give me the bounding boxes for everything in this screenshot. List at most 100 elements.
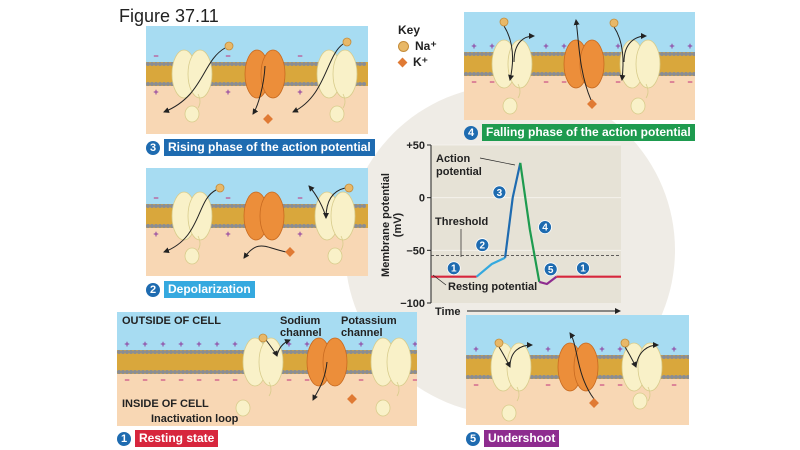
phospholipid-head [554, 355, 558, 359]
phospholipid-head [544, 52, 548, 56]
charge-sign: + [489, 41, 494, 51]
ion-flow-arrow [292, 43, 344, 113]
ion-flow-arrow [613, 26, 626, 81]
phospholipid-head [362, 224, 366, 228]
panel-depolarization: −+−+−+ [146, 168, 368, 276]
phospholipid-head [670, 375, 674, 379]
potassium-channel [557, 342, 599, 392]
sodium-ion [215, 183, 225, 193]
phospholipid-head [145, 350, 149, 354]
charge-sign: − [225, 193, 230, 203]
charge-sign: + [687, 41, 692, 51]
phospholipid-head [166, 204, 170, 208]
phospholipid-head [536, 52, 540, 56]
phospholipid-head [166, 224, 170, 228]
phospholipid-head [354, 204, 358, 208]
charge-sign: + [153, 229, 158, 239]
phospholipid-head [146, 82, 150, 86]
phospholipid-head [154, 204, 158, 208]
membrane-diagram: −+−+−+ [146, 26, 368, 134]
phospholipid-head [154, 82, 158, 86]
charge-sign: + [142, 339, 147, 349]
phospholipid-head [670, 355, 674, 359]
phospholipid-head [158, 204, 162, 208]
label-line: Sodium [280, 315, 321, 327]
charge-sign: + [471, 41, 476, 51]
ion-flow-arrow [308, 185, 327, 219]
phospholipid-head [682, 355, 686, 359]
phospholipid-head [598, 375, 602, 379]
potassium-channel [243, 191, 285, 241]
phospholipid-head [242, 62, 246, 66]
charge-sign: + [543, 41, 548, 51]
phospholipid-head [662, 355, 666, 359]
charge-sign: − [142, 375, 147, 385]
phospholipid-head [166, 82, 170, 86]
caption-label: Rising phase of the action potential [164, 139, 375, 156]
caption-label: Depolarization [164, 281, 255, 298]
phospholipid-head [294, 204, 298, 208]
phospholipid-head [229, 370, 233, 374]
phospholipid-head [546, 355, 550, 359]
charge-sign: − [543, 77, 548, 87]
phospholipid-head [238, 204, 242, 208]
svg-text:1: 1 [580, 264, 586, 275]
phospholipid-head [286, 62, 290, 66]
phospholipid-head [290, 82, 294, 86]
phospholipid-head [225, 350, 229, 354]
phospholipid-head [548, 52, 552, 56]
phospholipid-head [117, 370, 121, 374]
ion-flow-arrow [623, 33, 647, 63]
ion-flow-arrow [252, 65, 266, 115]
phospholipid-head [150, 204, 154, 208]
charge-sign: − [545, 380, 550, 390]
phospholipid-head [556, 72, 560, 76]
phospholipid-head [145, 370, 149, 374]
phospholipid-head [470, 375, 474, 379]
phospholipid-head [298, 82, 302, 86]
phospholipid-head [297, 370, 301, 374]
phospholipid-head [158, 62, 162, 66]
phospholipid-head [181, 370, 185, 374]
sodium-ion [494, 338, 504, 348]
phospholipid-head [474, 355, 478, 359]
phospholipid-head [209, 370, 213, 374]
annotation-leader [479, 157, 516, 166]
phospholipid-head [293, 350, 297, 354]
phospholipid-head [534, 375, 538, 379]
phospholipid-head [229, 350, 233, 354]
series-line-2-depolarization [475, 256, 506, 278]
charge-sign: − [153, 51, 158, 61]
phospholipid-head [161, 350, 165, 354]
label-line: channel [280, 327, 322, 339]
phospholipid-head [149, 350, 153, 354]
phospholipid-head [214, 62, 218, 66]
phospholipid-head [684, 52, 688, 56]
charge-sign: + [225, 87, 230, 97]
inactivation-loop [235, 399, 251, 417]
phospholipid-head [548, 72, 552, 76]
phospholipid-head [125, 350, 129, 354]
phospholipid-head [560, 52, 564, 56]
phospholipid-head [286, 204, 290, 208]
phospholipid-head [358, 204, 362, 208]
phospholipid-head [154, 62, 158, 66]
phospholipid-head [158, 224, 162, 228]
annotation-action-potential-line1: Action [436, 153, 471, 165]
phospholipid-head [217, 350, 221, 354]
phospholipid-head [153, 370, 157, 374]
ion-flow-arrow [569, 332, 595, 400]
phospholipid-head [482, 375, 486, 379]
y-axis-label-line1: Membrane potential [380, 173, 392, 277]
sodium-channel [619, 39, 661, 115]
charge-sign: − [599, 380, 604, 390]
phospholipid-head [302, 224, 306, 228]
key-label-k: K⁺ [413, 55, 428, 69]
phospholipid-head [361, 350, 365, 354]
charge-sign: − [160, 375, 165, 385]
sodium-ion [224, 41, 234, 51]
phospholipid-head [150, 82, 154, 86]
phospholipid-head [353, 350, 357, 354]
series-line-3-rising [504, 162, 522, 258]
ion-flow-arrow [312, 361, 328, 401]
